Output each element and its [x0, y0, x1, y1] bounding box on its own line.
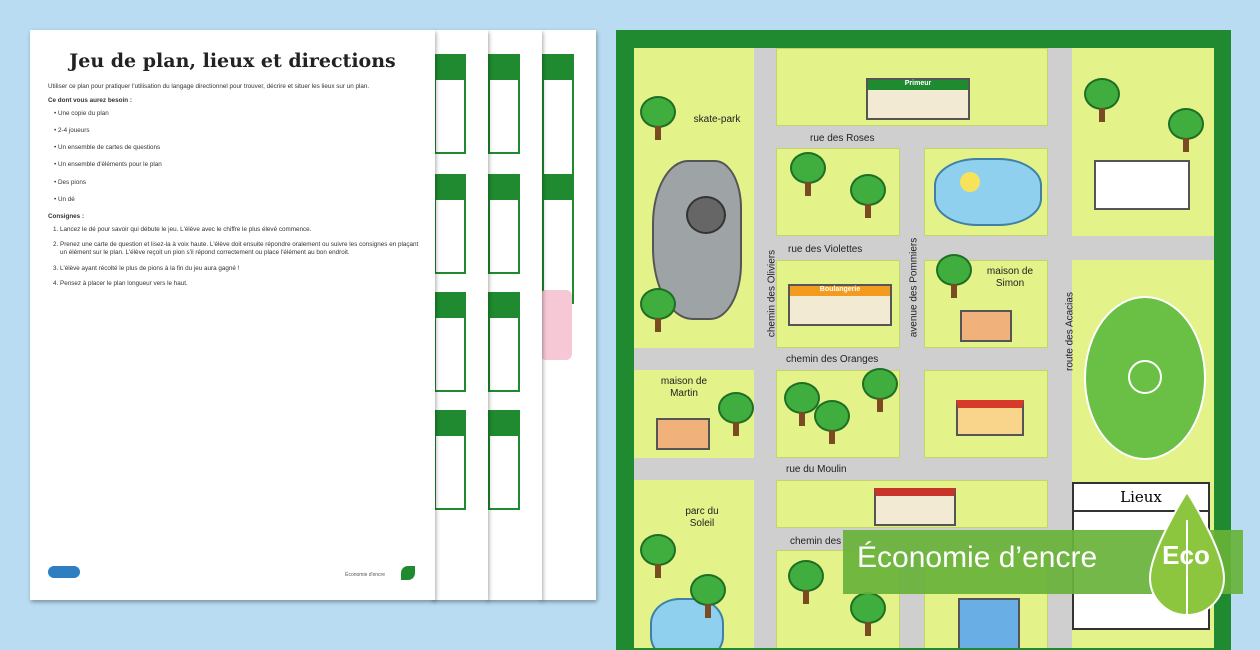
parc-label: parc du Soleil: [685, 506, 719, 529]
street-label-pommiers: avenue des Pommiers: [908, 237, 920, 338]
tree-icon: [814, 400, 850, 444]
skatepark-bowl-inner: [686, 196, 726, 234]
eco-drop-icon: [1148, 490, 1226, 618]
ice-cream-van-image: [540, 290, 572, 360]
pizzeria-building: [956, 400, 1024, 436]
tree-icon: [784, 382, 820, 426]
tree-icon: [1084, 78, 1120, 122]
question-card: [434, 292, 466, 392]
town-map: Primeur Boulangerie rue des Roses rue de…: [634, 48, 1214, 648]
tree-icon: [640, 96, 676, 140]
tree-icon: [690, 574, 726, 618]
legend-title: Lieux: [1120, 488, 1162, 506]
tree-icon: [850, 174, 886, 218]
tree-icon: [1168, 108, 1204, 152]
street-label-oliviers: chemin des Oliviers: [766, 249, 778, 338]
boulangerie-sign: Boulangerie: [790, 286, 890, 296]
list-item: Un ensemble d'éléments pour le plan: [54, 161, 420, 169]
instructions-list: Lancez le dé pour savoir qui débute le j…: [60, 226, 420, 288]
list-item: Lancez le dé pour savoir qui débute le j…: [60, 226, 420, 234]
skatepark-label: skate-park: [693, 114, 741, 125]
question-card: [488, 54, 520, 154]
legend-divider: [1074, 510, 1208, 512]
eco-banner-text: Économie d’encre: [857, 541, 1098, 574]
eco-leaf-icon: [401, 566, 415, 580]
list-item: Un ensemble de cartes de questions: [54, 144, 420, 152]
question-card: [488, 410, 520, 510]
instructions-heading: Consignes :: [48, 213, 85, 221]
tree-icon: [640, 288, 676, 332]
tree-icon: [862, 368, 898, 412]
lake: [934, 158, 1042, 226]
tree-icon: [790, 152, 826, 196]
tree-icon: [936, 254, 972, 298]
question-card: [542, 174, 574, 304]
martin-house: [656, 418, 710, 450]
tree-icon: [640, 534, 676, 578]
school-building: [874, 488, 956, 526]
street-label-oranges: chemin des Oranges: [786, 354, 879, 365]
hotel-building: [1094, 160, 1190, 210]
primeur-building: Primeur: [866, 78, 970, 120]
list-item: Une copie du plan: [54, 110, 420, 118]
worksheet-page-3: [486, 30, 542, 600]
question-card: [434, 410, 466, 510]
stadium-center-circle: [1128, 360, 1162, 394]
worksheet-page-4: [540, 30, 596, 600]
list-item: Des pions: [54, 179, 420, 187]
publisher-logo-icon: [48, 566, 80, 578]
martin-label: maison de Martin: [660, 376, 708, 399]
blue-building: [958, 598, 1020, 648]
list-item: Pensez à placer le plan longueur vers le…: [60, 280, 420, 288]
list-item: Prenez une carte de question et lisez-la…: [60, 241, 420, 258]
list-item: Un dé: [54, 196, 420, 204]
worksheet-title: Jeu de plan, lieux et directions: [69, 50, 396, 72]
instructions-sheet: Jeu de plan, lieux et directions Utilise…: [30, 30, 435, 600]
question-card: [488, 174, 520, 274]
question-card: [434, 54, 466, 154]
street-label-acacias: route des Acacias: [1064, 292, 1076, 371]
eco-badge: Eco: [1162, 540, 1210, 570]
needs-heading: Ce dont vous aurez besoin :: [48, 97, 132, 105]
street-label-moulin: rue du Moulin: [786, 464, 847, 475]
question-card: [434, 174, 466, 274]
worksheet-body: Utiliser ce plan pour pratiquer l'utilis…: [48, 83, 420, 295]
question-card: [542, 54, 574, 184]
list-item: 2-4 joueurs: [54, 127, 420, 135]
boulangerie-building: Boulangerie: [788, 284, 892, 326]
tree-icon: [718, 392, 754, 436]
lake-island: [960, 172, 980, 192]
question-card: [488, 292, 520, 392]
needs-list: Une copie du plan 2-4 joueurs Un ensembl…: [54, 110, 420, 205]
simon-label: maison de Simon: [986, 266, 1034, 289]
intro-text: Utiliser ce plan pour pratiquer l'utilis…: [48, 83, 370, 90]
worksheet-page-2: [432, 30, 488, 600]
tree-icon: [850, 592, 886, 636]
street-label-cerises: chemin des: [790, 536, 842, 547]
list-item: L'élève ayant récolté le plus de pions à…: [60, 265, 420, 273]
footer-text: Économie d'encre: [345, 572, 385, 578]
primeur-sign: Primeur: [868, 80, 968, 90]
tree-icon: [788, 560, 824, 604]
simon-house: [960, 310, 1012, 342]
street-label-violettes: rue des Violettes: [788, 244, 863, 255]
street-label-roses: rue des Roses: [810, 133, 875, 144]
